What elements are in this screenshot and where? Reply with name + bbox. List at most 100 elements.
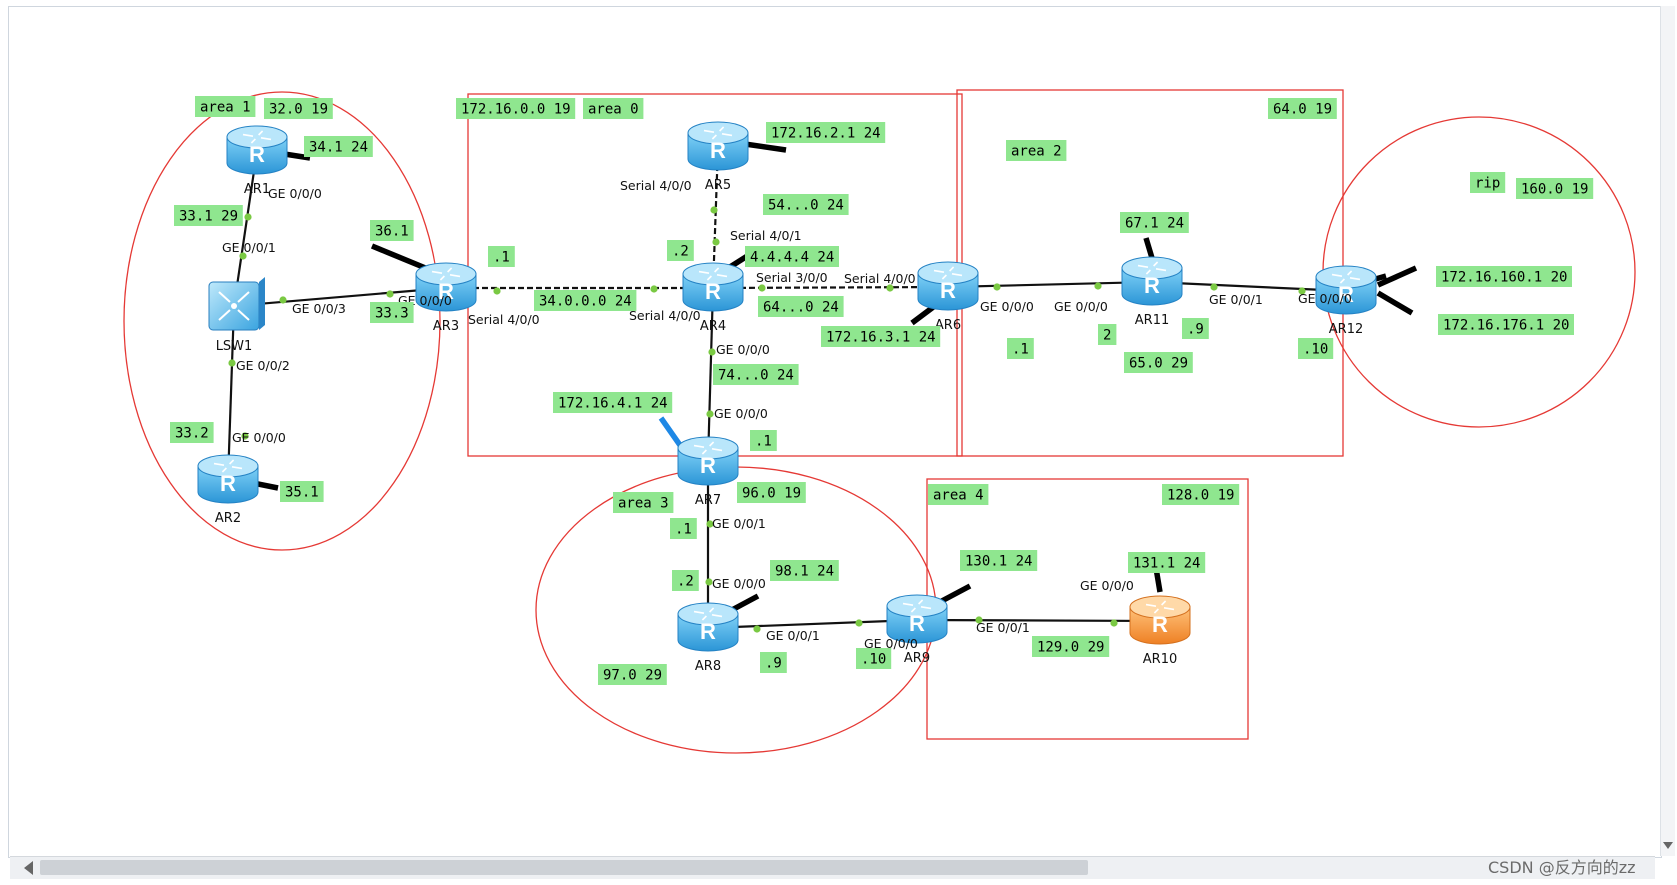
router-glyph: R xyxy=(249,142,265,167)
router-top xyxy=(415,262,477,286)
address-tag[interactable]: 172.16.160.1 20 xyxy=(1436,266,1572,287)
link-ar11-ar12[interactable] xyxy=(1151,280,1347,293)
link-ar4-ar7[interactable] xyxy=(706,287,715,463)
address-tag[interactable]: 129.0 29 xyxy=(1032,636,1110,657)
scroll-left-arrow-icon[interactable] xyxy=(24,861,33,875)
tag-background xyxy=(598,664,667,685)
address-tag[interactable]: area 0 xyxy=(583,98,644,119)
link-ar9-ar10[interactable] xyxy=(916,618,1161,623)
address-tag[interactable]: area 3 xyxy=(613,492,674,513)
tag-background xyxy=(770,560,839,581)
address-tag[interactable]: 32.0 19 xyxy=(264,98,333,119)
address-tag[interactable]: 33.3 xyxy=(370,302,414,323)
router-top xyxy=(886,594,948,618)
link-ar8-ar9[interactable] xyxy=(707,618,918,630)
area-boundary-0[interactable] xyxy=(123,91,441,551)
port-dot xyxy=(710,206,718,214)
address-tag[interactable]: 131.1 24 xyxy=(1128,552,1206,573)
router-arrow xyxy=(701,449,707,455)
watermark: CSDN @反方向的zz xyxy=(1488,858,1636,877)
address-tag[interactable]: .2 xyxy=(672,570,699,591)
address-tag[interactable]: 54...0 24 xyxy=(763,194,849,215)
address-tag[interactable]: 172.16.4.1 24 xyxy=(553,392,673,413)
address-tag[interactable]: 172.16.176.1 20 xyxy=(1438,314,1574,335)
address-tag[interactable]: 130.1 24 xyxy=(960,550,1038,571)
lsw1-device[interactable]: LSW1 xyxy=(208,277,265,354)
address-tag[interactable]: 34.1 24 xyxy=(304,136,373,157)
address-tag[interactable]: 2 xyxy=(1098,324,1117,345)
address-tag[interactable]: 33.2 xyxy=(170,422,214,443)
link-lsw1-ar2[interactable] xyxy=(226,305,236,481)
address-tag[interactable]: 4.4.4.4 24 xyxy=(745,246,839,267)
address-tag[interactable]: rip xyxy=(1470,172,1506,193)
ar2-label: AR2 xyxy=(215,511,241,526)
address-tag[interactable]: 34.0.0.0 24 xyxy=(534,290,637,311)
links xyxy=(226,146,1347,630)
router-arrow xyxy=(711,614,723,618)
address-tag[interactable]: .9 xyxy=(760,652,787,673)
address-tag[interactable]: .1 xyxy=(670,518,697,539)
vertical-scrollbar[interactable] xyxy=(1660,6,1675,856)
switch-arrow xyxy=(218,291,231,303)
link-ar1-lsw1[interactable] xyxy=(232,150,259,307)
address-tag[interactable]: area 2 xyxy=(1006,140,1067,161)
router-arrow xyxy=(1161,600,1167,606)
router-glyph: R xyxy=(705,279,721,304)
address-tag[interactable]: 96.0 19 xyxy=(737,482,806,503)
address-tag[interactable]: 128.0 19 xyxy=(1162,484,1240,505)
address-tag[interactable]: .10 xyxy=(1298,338,1334,359)
address-tag[interactable]: .2 xyxy=(667,240,694,261)
address-tag[interactable]: 64.0 19 xyxy=(1268,98,1337,119)
address-tag[interactable]: 98.1 24 xyxy=(770,560,839,581)
horizontal-scrollbar[interactable] xyxy=(10,856,1655,879)
tag-background xyxy=(1268,98,1337,119)
router-arrow xyxy=(447,267,453,273)
router-glyph: R xyxy=(1338,282,1354,307)
address-tag[interactable]: 67.1 24 xyxy=(1120,212,1189,233)
switch-side xyxy=(259,277,265,330)
address-tag[interactable]: 64...0 24 xyxy=(758,296,844,317)
tag-background xyxy=(1032,636,1110,657)
address-tag[interactable]: 172.16.3.1 24 xyxy=(821,326,941,347)
address-tag[interactable]: .1 xyxy=(1007,338,1034,359)
address-tag[interactable]: .9 xyxy=(1182,318,1209,339)
address-tag[interactable]: area 1 xyxy=(195,96,256,117)
scrollbar-thumb[interactable] xyxy=(40,860,1088,875)
area-boundary-5[interactable] xyxy=(926,478,1249,740)
link-ar4-ar6[interactable] xyxy=(712,285,949,290)
address-tag[interactable]: 160.0 19 xyxy=(1516,178,1594,199)
address-tag[interactable]: 74...0 24 xyxy=(713,364,799,385)
address-tag[interactable]: 172.16.2.1 24 xyxy=(766,122,886,143)
scroll-down-arrow-icon[interactable] xyxy=(1663,842,1673,849)
tag-text: 65.0 29 xyxy=(1129,356,1188,372)
tag-text: 97.0 29 xyxy=(603,668,662,684)
router-glyph: R xyxy=(1152,612,1168,637)
address-tag[interactable]: 172.16.0.0 19 xyxy=(456,98,576,119)
router-arrow xyxy=(1153,261,1159,267)
router-arrow xyxy=(221,467,227,473)
address-tag[interactable]: .10 xyxy=(856,648,892,669)
interface-label: GE 0/0/0 xyxy=(712,576,766,591)
address-tag[interactable]: 35.1 xyxy=(280,481,324,502)
address-tag[interactable]: .1 xyxy=(750,430,777,451)
address-tag[interactable]: 36.1 xyxy=(370,220,414,241)
address-tag[interactable]: 65.0 29 xyxy=(1124,352,1193,373)
address-tag[interactable]: area 4 xyxy=(928,484,989,505)
address-tag[interactable]: 97.0 29 xyxy=(598,664,667,685)
address-tag[interactable]: 33.1 29 xyxy=(174,205,243,226)
address-tag[interactable]: .1 xyxy=(488,246,515,267)
link-ar6-ar11[interactable] xyxy=(947,280,1153,289)
link-lsw1-ar3[interactable] xyxy=(233,286,447,308)
